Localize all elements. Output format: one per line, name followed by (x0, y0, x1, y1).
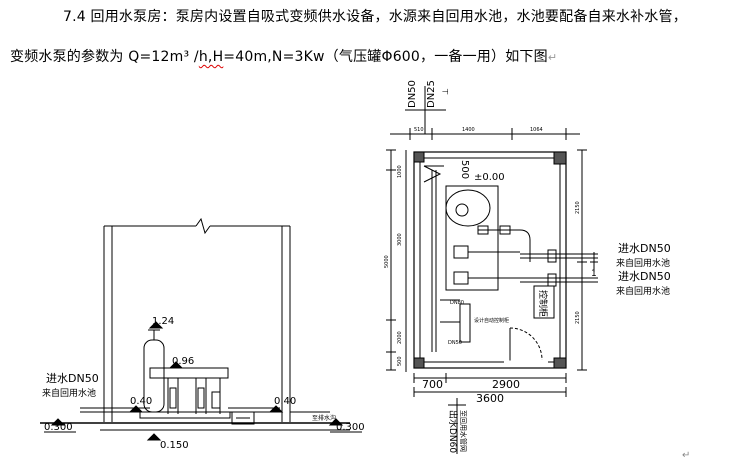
dim-right-1: 2150 (575, 201, 581, 214)
plan-labels: DN50 DN25 ⊥ 510 1400 1064 500 ±0.00 1000… (384, 80, 671, 453)
dim-left-2: 3000 (397, 233, 403, 246)
paragraph-7-4-text: 7.4 回用水泵房：泵房内设置自吸式变频供水设备，水源来自回用水池，水池要配备自… (63, 9, 687, 25)
dim-left-3: 2000 (397, 331, 403, 344)
elev-pipe-label-2: 来自回用水池 (42, 387, 96, 399)
label-dn80: DN80 (450, 300, 464, 306)
level-top: 1.24 (152, 316, 174, 327)
level-bottom: 0.150 (160, 440, 189, 451)
level-mid: 0.96 (172, 356, 194, 367)
section-mark: 1 (591, 269, 597, 279)
bottom-total: 3600 (476, 392, 504, 405)
end-paragraph-mark-icon: ↵ (682, 450, 690, 461)
level-a: 0.40 (130, 396, 152, 407)
dim-left-1: 1000 (397, 165, 403, 178)
dim-top-3: 1064 (530, 127, 543, 133)
pump-params-text-c: =40m,N=3Kw（气压罐Φ600，一备一用）如下图 (223, 49, 548, 65)
elevation-drawing (40, 217, 362, 441)
dim-left-total: 5000 (384, 255, 390, 268)
dim-left-4: 500 (397, 356, 403, 366)
plan-level: ±0.00 (474, 172, 505, 183)
inlet-1-source: 来自回用水池 (616, 257, 670, 269)
dim-top-1: 510 (414, 127, 424, 133)
bottom-pipe-2: 至回用水管网 (459, 410, 468, 452)
level-floor-right: 0.300 (336, 422, 365, 433)
dim-500: 500 (459, 160, 470, 179)
label-dn50: DN50 (448, 340, 462, 346)
pump-params-text-a: 变频水泵的参数为 Q=12m³ / (10, 49, 199, 65)
paragraph-pump-params: 变频水泵的参数为 Q=12m³ /h,H=40m,N=3Kw（气压罐Φ600，一… (10, 46, 557, 66)
top-pipe-symbol: ⊥ (441, 88, 450, 95)
bottom-dim-1: 700 (422, 378, 443, 391)
bottom-dim-2: 2900 (492, 378, 520, 391)
top-pipe-label-1: DN50 (407, 80, 418, 108)
label-device: 设计自动控制柜 (474, 317, 509, 324)
paragraph-mark-icon: ↵ (547, 51, 558, 64)
plan-drawing (386, 86, 598, 454)
paragraph-7-4: 7.4 回用水泵房：泵房内设置自吸式变频供水设备，水源来自回用水池，水池要配备自… (63, 6, 687, 26)
inlet-1-label: 进水DN50 (618, 242, 671, 255)
dim-right-2: 2150 (575, 311, 581, 324)
top-pipe-label-2: DN25 (426, 80, 437, 108)
spellcheck-underlined-text: h,H (198, 49, 224, 65)
label-cabinet: 控制柜 (537, 290, 549, 317)
level-b: 0.40 (274, 396, 296, 407)
level-floor-left: 0.300 (44, 422, 73, 433)
inlet-2-source: 来自回用水池 (616, 285, 670, 297)
inlet-2-label: 进水DN50 (618, 270, 671, 283)
elev-pipe-label-1: 进水DN50 (46, 372, 99, 385)
elev-small-label: 至排水沟 (312, 414, 336, 422)
bottom-pipe-1: 出水DN60 (447, 410, 459, 453)
elevation-labels: 1.24 0.96 0.40 0.40 0.300 0.300 0.150 进水… (42, 316, 365, 451)
dim-top-2: 1400 (462, 127, 475, 133)
